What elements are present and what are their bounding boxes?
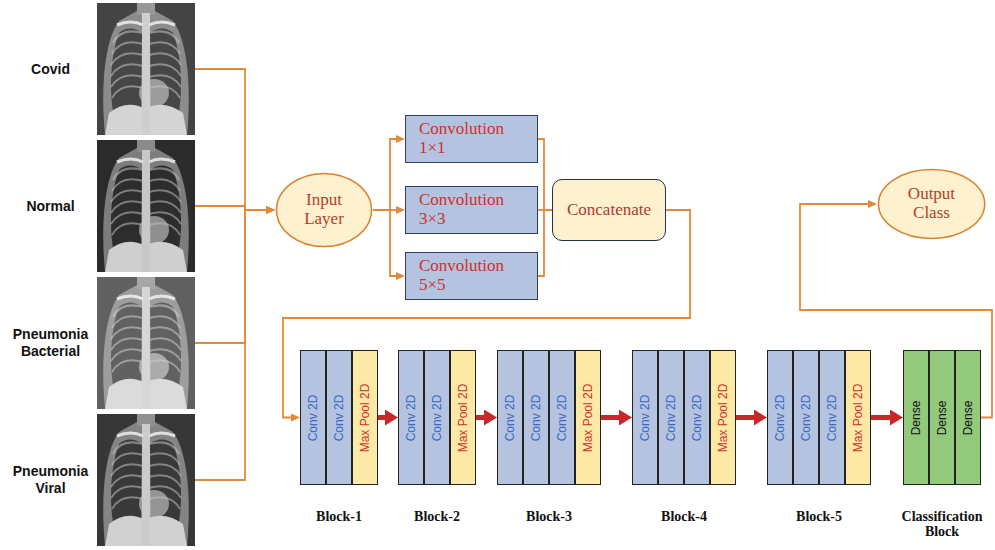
block-arrow <box>736 415 754 420</box>
conv2d-layer: Conv 2D <box>497 350 523 485</box>
ellipse-shape <box>878 170 984 239</box>
layer-block: Block-3Conv 2DConv 2DConv 2DMax Pool 2D <box>497 350 601 485</box>
maxpool-layer: Max Pool 2D <box>575 350 601 485</box>
layer-label: Conv 2D <box>307 394 319 441</box>
xray-image-node: Pneumonia Bacterial <box>8 277 195 409</box>
layer-ellipse: Input Layer <box>275 172 373 248</box>
block-arrow <box>476 415 484 420</box>
flow-connector <box>538 139 552 210</box>
dense-layer: Dense <box>903 350 929 485</box>
maxpool-layer: Max Pool 2D <box>845 350 871 485</box>
layer-label: Conv 2D <box>333 394 345 441</box>
maxpool-layer: Max Pool 2D <box>450 350 476 485</box>
block-label: Block-2 <box>387 509 487 524</box>
xray-image-node: Normal <box>8 140 195 272</box>
box-label: Convolution 1×1 <box>419 120 517 157</box>
layer-label: Max Pool 2D <box>717 383 729 452</box>
layer-label: Max Pool 2D <box>852 383 864 452</box>
concatenate-box: Concatenate <box>552 179 666 241</box>
conv2d-layer: Conv 2D <box>326 350 352 485</box>
layer-block: Block-2Conv 2DConv 2DMax Pool 2D <box>398 350 476 485</box>
maxpool-layer: Max Pool 2D <box>352 350 378 485</box>
convolution-box: Convolution 1×1 <box>405 115 538 163</box>
layer-label: Conv 2D <box>405 394 417 441</box>
layer-label: Conv 2D <box>826 394 838 441</box>
block-arrow <box>378 415 385 420</box>
layer-label: Conv 2D <box>431 394 443 441</box>
xray-image <box>97 3 195 135</box>
layer-label: Conv 2D <box>800 394 812 441</box>
class-label: Pneumonia Bacterial <box>8 326 93 360</box>
convolution-box: Convolution 3×3 <box>405 186 538 234</box>
block-label: Classification Block <box>892 509 992 540</box>
xray-haze <box>97 3 195 135</box>
layer-label: Dense <box>910 400 922 435</box>
layer-label: Conv 2D <box>556 394 568 441</box>
conv2d-layer: Conv 2D <box>767 350 793 485</box>
conv2d-layer: Conv 2D <box>424 350 450 485</box>
class-label: Normal <box>8 198 93 215</box>
layer-label: Max Pool 2D <box>582 383 594 452</box>
conv2d-layer: Conv 2D <box>819 350 845 485</box>
conv2d-layer: Conv 2D <box>523 350 549 485</box>
block-arrow <box>871 415 890 420</box>
ellipse-label: Output Class <box>895 185 967 222</box>
box-label: Concatenate <box>567 201 651 220</box>
conv2d-layer: Conv 2D <box>632 350 658 485</box>
flow-connector <box>195 69 266 210</box>
conv2d-layer: Conv 2D <box>300 350 326 485</box>
layer-label: Conv 2D <box>691 394 703 441</box>
box-label: Convolution 5×5 <box>419 257 517 294</box>
layer-label: Dense <box>962 400 974 435</box>
block-label: Block-5 <box>769 509 869 524</box>
xray-haze <box>97 414 195 546</box>
dense-layer: Dense <box>929 350 955 485</box>
conv2d-layer: Conv 2D <box>684 350 710 485</box>
layer-label: Dense <box>936 400 948 435</box>
conv2d-layer: Conv 2D <box>549 350 575 485</box>
xray-image <box>97 277 195 409</box>
layer-label: Max Pool 2D <box>457 383 469 452</box>
xray-image <box>97 140 195 272</box>
layer-block: Block-1Conv 2DConv 2DMax Pool 2D <box>300 350 378 485</box>
layer-ellipse: Output Class <box>877 168 986 240</box>
block-label: Block-4 <box>634 509 734 524</box>
maxpool-layer: Max Pool 2D <box>710 350 736 485</box>
layer-label: Max Pool 2D <box>359 383 371 452</box>
xray-image-node: Covid <box>8 3 195 135</box>
block-label: Block-3 <box>499 509 599 524</box>
conv2d-layer: Conv 2D <box>793 350 819 485</box>
xray-image <box>97 414 195 546</box>
layer-label: Conv 2D <box>665 394 677 441</box>
box-label: Convolution 3×3 <box>419 191 517 228</box>
layer-block: Block-4Conv 2DConv 2DConv 2DMax Pool 2D <box>632 350 736 485</box>
ellipse-shape <box>277 174 372 247</box>
dense-layer: Dense <box>955 350 981 485</box>
ellipse-label: Input Layer <box>294 191 354 228</box>
flow-connector <box>538 210 552 276</box>
block-label: Block-1 <box>289 509 389 524</box>
flow-connector <box>373 210 396 276</box>
block-arrow <box>601 415 619 420</box>
class-label: Pneumonia Viral <box>8 463 93 497</box>
layer-label: Conv 2D <box>504 394 516 441</box>
layer-block: Classification BlockDenseDenseDense <box>903 350 981 485</box>
conv2d-layer: Conv 2D <box>398 350 424 485</box>
flow-connector <box>373 139 396 210</box>
layer-label: Conv 2D <box>774 394 786 441</box>
convolution-box: Convolution 5×5 <box>405 252 538 300</box>
conv2d-layer: Conv 2D <box>658 350 684 485</box>
flow-connector <box>195 210 266 480</box>
layer-block: Block-5Conv 2DConv 2DConv 2DMax Pool 2D <box>767 350 871 485</box>
layer-label: Conv 2D <box>530 394 542 441</box>
connectors <box>195 69 992 480</box>
class-label: Covid <box>8 61 93 78</box>
layer-label: Conv 2D <box>639 394 651 441</box>
flow-connector <box>195 210 266 343</box>
xray-haze <box>97 277 195 409</box>
xray-image-node: Pneumonia Viral <box>8 414 195 546</box>
